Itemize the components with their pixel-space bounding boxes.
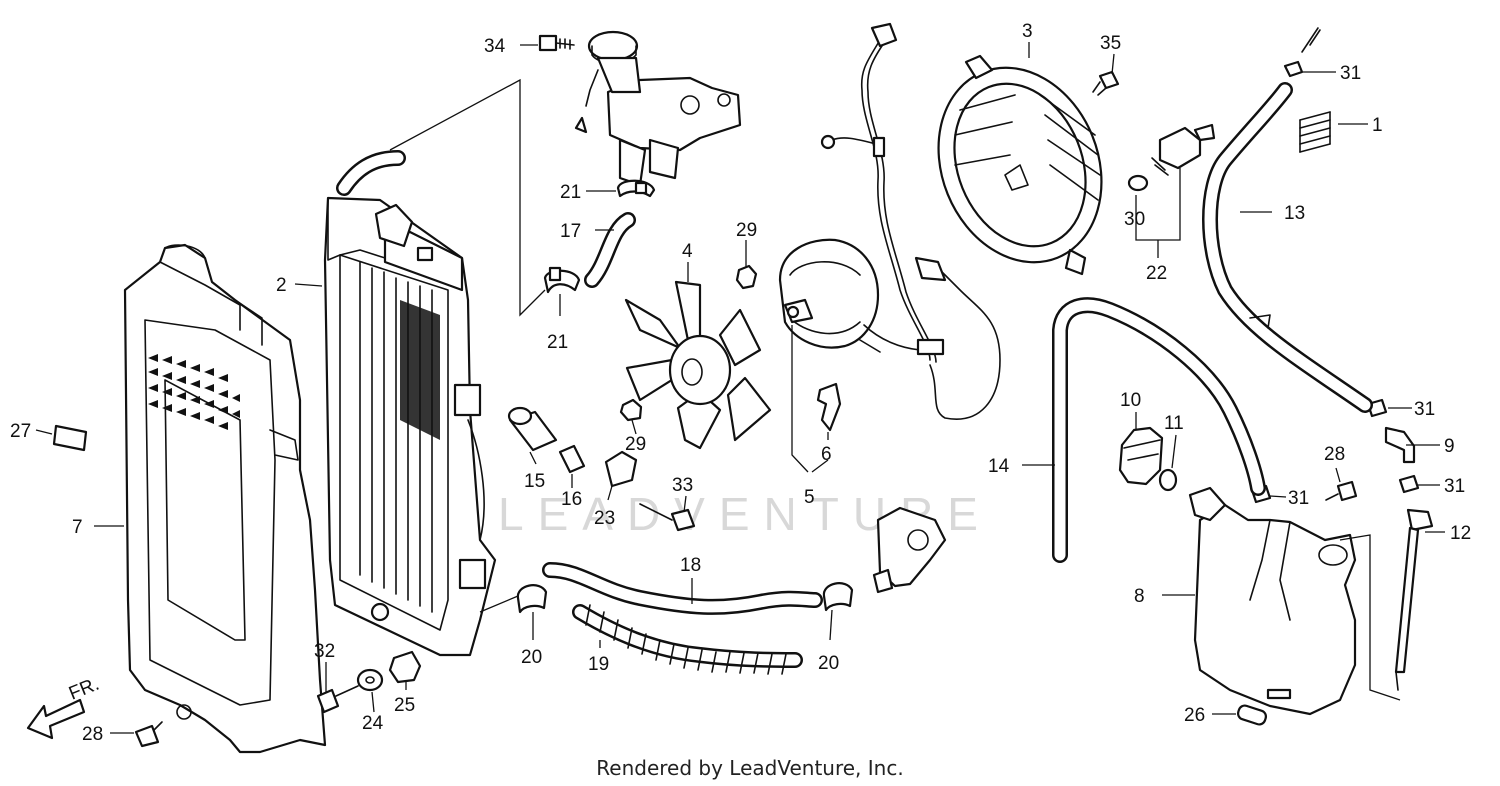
callout-29-lower: 29 [625, 434, 646, 455]
radiator-shroud [123, 243, 327, 754]
callout-8: 8 [1134, 586, 1145, 607]
callout-11: 11 [1164, 413, 1184, 434]
nut-29-lower [619, 398, 643, 422]
callout-34: 34 [484, 36, 506, 57]
reservoir-hose-14 [1052, 297, 1266, 563]
washer-30 [1127, 174, 1149, 192]
callout-14: 14 [988, 456, 1010, 477]
callout-4: 4 [682, 241, 693, 262]
fan-motor [778, 238, 921, 353]
fan-wiring-harness [820, 22, 1001, 420]
radiator-core [323, 150, 497, 657]
leader-lines [35, 42, 1445, 734]
callout-22: 22 [1146, 263, 1167, 284]
callout-25: 25 [394, 695, 415, 716]
callout-32: 32 [314, 641, 335, 662]
bolt-28-left [134, 721, 163, 748]
callout-17: 17 [560, 221, 581, 242]
clip-31-lower [1398, 474, 1420, 494]
bolt-35 [1092, 70, 1120, 96]
callout-27: 27 [10, 421, 31, 442]
callout-20-left: 20 [521, 647, 542, 668]
grommet-26 [1236, 704, 1268, 726]
hose-15 [507, 406, 558, 452]
callout-28-left: 28 [82, 724, 103, 745]
water-pump-cover [872, 506, 947, 594]
bolt-34 [538, 34, 575, 52]
callout-7: 7 [72, 517, 83, 538]
bolt-33 [639, 503, 696, 532]
nut-25 [388, 650, 422, 684]
filler-neck-housing [574, 30, 742, 187]
callout-35: 35 [1100, 33, 1121, 54]
hose-guard-19 [572, 604, 803, 675]
tube-fitting-9 [1384, 426, 1416, 464]
pipe-16 [558, 444, 586, 474]
nut-29-upper [735, 264, 758, 290]
lower-hose-18 [542, 562, 823, 615]
washer-11 [1158, 468, 1178, 492]
callout-24: 24 [362, 713, 384, 734]
callout-numbers: 1 2 3 4 5 6 7 8 9 10 11 12 13 14 15 16 1… [10, 21, 1471, 745]
overflow-tube-13 [1202, 82, 1373, 413]
mount-bracket-6 [816, 382, 842, 432]
connector-23 [604, 450, 638, 488]
callout-28-right: 28 [1324, 444, 1345, 465]
callout-23: 23 [594, 508, 615, 529]
shroud-vent-grille [148, 354, 240, 430]
callout-20-right: 20 [818, 653, 839, 674]
cooling-fan [624, 280, 772, 450]
callout-5: 5 [804, 487, 815, 508]
reservoir-tank-8 [1188, 486, 1357, 716]
clip-31-top [1283, 27, 1321, 78]
callout-6: 6 [821, 444, 832, 465]
callout-33: 33 [672, 475, 693, 496]
reservoir-cap-10 [1118, 426, 1164, 486]
callout-2: 2 [276, 275, 287, 296]
callout-9: 9 [1444, 436, 1455, 457]
callout-12: 12 [1450, 523, 1471, 544]
thermo-switch [1151, 123, 1216, 176]
bolt-28-right [1325, 480, 1358, 502]
render-credit: Rendered by LeadVenture, Inc. [596, 756, 904, 780]
callout-31-upper: 31 [1414, 399, 1435, 420]
callout-13: 13 [1284, 203, 1305, 224]
callout-15: 15 [524, 471, 545, 492]
callout-21-upper: 21 [560, 182, 581, 203]
callout-19: 19 [588, 654, 609, 675]
callout-30: 30 [1124, 209, 1145, 230]
callout-31-top: 31 [1340, 63, 1361, 84]
callout-31-lower: 31 [1444, 476, 1465, 497]
decal-27 [52, 424, 88, 452]
callout-31-middle: 31 [1288, 488, 1309, 509]
callout-18: 18 [680, 555, 701, 576]
hose-clamp-21-upper [616, 179, 656, 198]
hose-clamp-21-lower [543, 266, 581, 294]
callout-29-upper: 29 [736, 220, 757, 241]
fan-shroud [937, 54, 1103, 276]
hose-clamp-20-right [822, 582, 854, 612]
bolt-32 [316, 685, 359, 714]
bypass-hose-17 [584, 212, 636, 288]
hose-clamp-20-left [516, 584, 548, 614]
washer-24 [356, 668, 384, 692]
spring-1 [1299, 111, 1331, 153]
callout-16: 16 [561, 489, 582, 510]
front-marker-label: FR. [66, 674, 102, 705]
level-tube-12 [1394, 508, 1434, 691]
front-direction-arrow: FR. [26, 674, 102, 740]
callout-10: 10 [1120, 390, 1141, 411]
callout-21-lower: 21 [547, 332, 568, 353]
callout-3: 3 [1022, 21, 1033, 42]
callout-1: 1 [1372, 115, 1383, 136]
callout-26: 26 [1184, 705, 1205, 726]
